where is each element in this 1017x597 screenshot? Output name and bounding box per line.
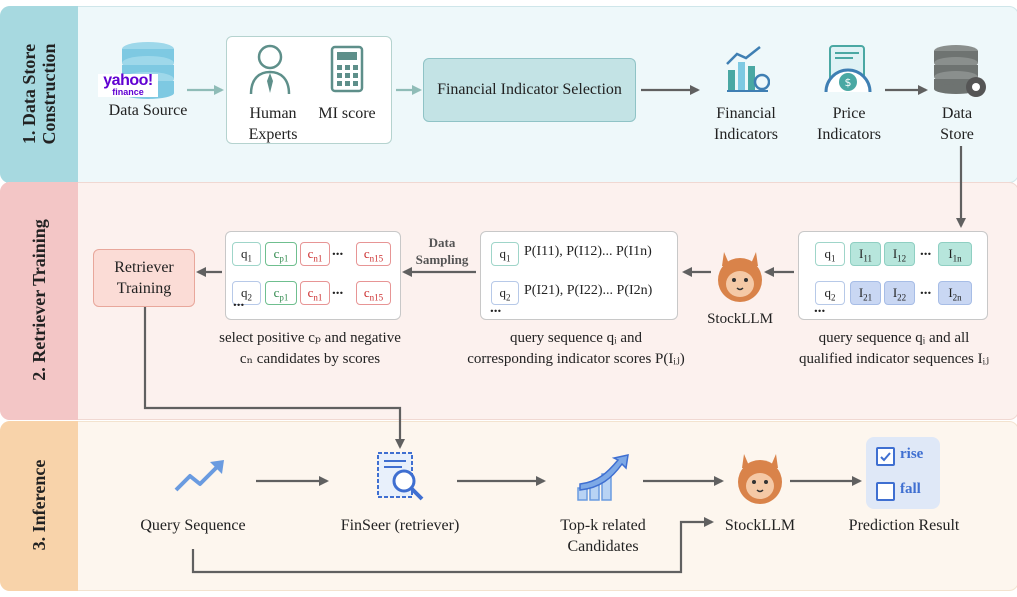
- experts-mi-box: [226, 36, 392, 144]
- ellipsis: ...: [332, 243, 344, 259]
- human-expert-icon: [249, 44, 291, 95]
- human-experts-label: Human Experts: [248, 105, 298, 143]
- negative-candidate-chip: cn15: [356, 281, 391, 305]
- indicator-chip: I11: [850, 242, 881, 266]
- check-icon: [880, 452, 891, 462]
- query-chip: q2: [815, 281, 845, 305]
- prediction-result-label: Prediction Result: [848, 517, 960, 534]
- trend-up-icon: [174, 460, 224, 492]
- rise-label: rise: [900, 446, 924, 462]
- query-sequence-label: Query Sequence: [140, 517, 246, 534]
- score-row-2: P(I21), P(I22)... P(I2n): [524, 283, 653, 298]
- indicator-selection-label: Financial Indicator Selection: [437, 81, 622, 98]
- document-search-icon: [377, 452, 424, 501]
- stockllm-label: StockLLM: [707, 311, 773, 327]
- query-chip: q1: [815, 242, 845, 266]
- ellipsis: ...: [920, 282, 932, 298]
- section-data-store-tab: [0, 6, 78, 183]
- ellipsis: ...: [920, 243, 932, 259]
- llama-icon: [738, 454, 782, 504]
- bar-growth-icon: [577, 454, 629, 501]
- database-gear-icon: [934, 45, 986, 97]
- score-row-1: P(I11), P(I12)... P(I1n): [524, 244, 652, 259]
- yahoo-finance-logo: yahoo! finance: [98, 73, 158, 97]
- query-chip: q1: [491, 242, 519, 266]
- financial-chart-icon: [726, 46, 770, 92]
- indicator-selection-box: [423, 58, 636, 122]
- arrow-query-to-stockllm: [191, 517, 714, 574]
- retriever-training-box: [93, 249, 195, 307]
- indicator-chip: I2n: [938, 281, 972, 305]
- ellipsis: ...: [332, 282, 344, 298]
- candidates-caption: select positive cₚ and negative cₙ candi…: [219, 330, 401, 367]
- positive-candidate-chip: cp1: [265, 242, 297, 266]
- calculator-icon: [330, 45, 364, 93]
- fall-label: fall: [900, 481, 921, 497]
- scores-caption: query sequence qᵢ and corresponding indi…: [467, 330, 685, 367]
- stockllm-inference-label: StockLLM: [724, 517, 796, 534]
- fall-checkbox: [876, 482, 895, 501]
- section-retriever-tab: [0, 182, 78, 420]
- positive-candidate-chip: cp1: [265, 281, 297, 305]
- scores-ellipsis: ...: [490, 300, 502, 316]
- indicator-seq-caption: query sequence qᵢ and all qualified indi…: [798, 330, 990, 367]
- rise-checkbox: [876, 447, 895, 466]
- retriever-training-label: Retriever Training: [114, 259, 174, 297]
- price-indicators-label: Price Indicators: [817, 105, 881, 143]
- query-chip: q2: [491, 281, 519, 305]
- data-source-label: Data Source: [108, 102, 188, 119]
- mi-score-label: MI score: [318, 105, 376, 122]
- topk-label: Top-k related Candidates: [560, 517, 646, 555]
- svg-text:$: $: [845, 76, 852, 89]
- indicator-chip: I1n: [938, 242, 972, 266]
- llama-icon: [718, 252, 762, 302]
- indicator-chip: I21: [850, 281, 881, 305]
- financial-indicators-label: Financial Indicators: [714, 105, 778, 143]
- negative-candidate-chip: cn1: [300, 242, 330, 266]
- candidates-ellipsis: ...: [233, 294, 245, 310]
- indicator-chip: I12: [884, 242, 915, 266]
- query-chip: q2: [232, 281, 261, 305]
- section-inference-tab: [0, 421, 78, 591]
- negative-candidate-chip: cn15: [356, 242, 391, 266]
- arrow-training-to-finseer: [143, 306, 405, 449]
- query-chip: q1: [232, 242, 261, 266]
- negative-candidate-chip: cn1: [300, 281, 330, 305]
- section-inference: [0, 421, 1017, 591]
- finseer-label: FinSeer (retriever): [340, 517, 460, 534]
- data-sampling-label: Data Sampling: [415, 235, 469, 267]
- indicator-seq-ellipsis: ...: [814, 300, 826, 316]
- price-gauge-icon: $: [824, 45, 872, 93]
- indicator-chip: I22: [884, 281, 915, 305]
- data-store-label: Data Store: [940, 105, 974, 143]
